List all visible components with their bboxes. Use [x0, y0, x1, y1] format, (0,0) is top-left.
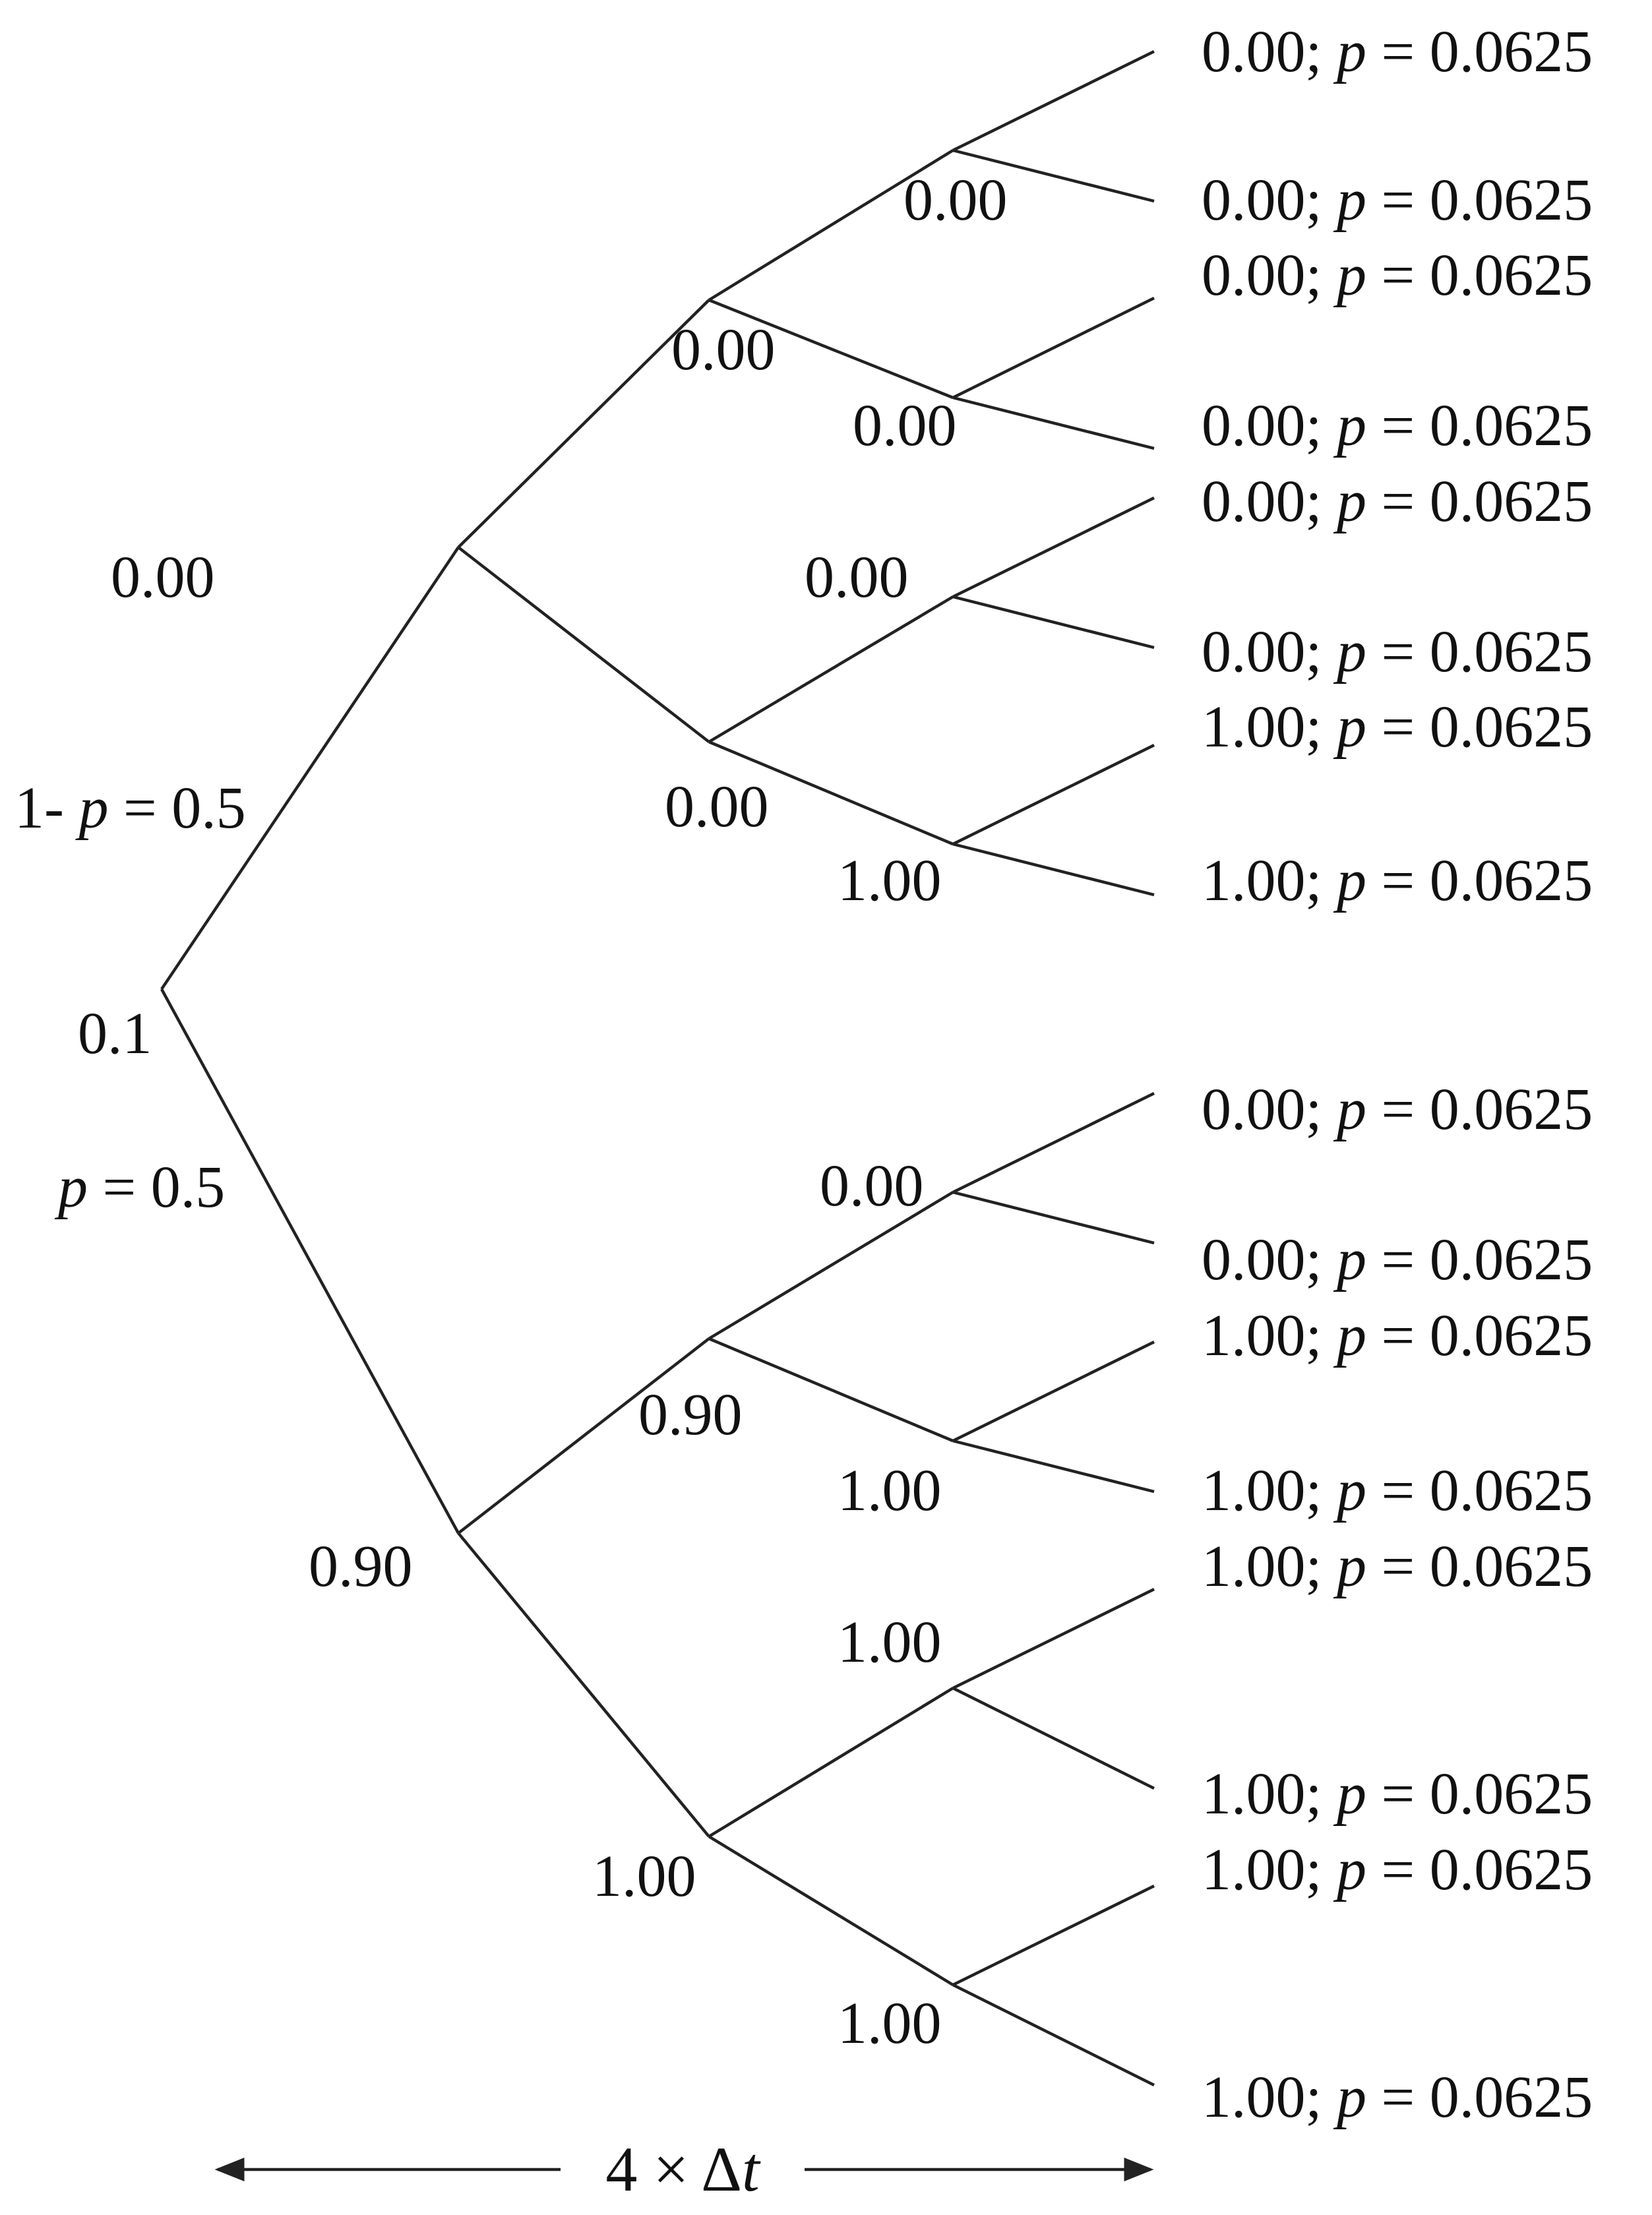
leaf-label: 1.00; p = 0.0625 [1202, 1458, 1593, 1523]
leaf-label: 1.00; p = 0.0625 [1202, 1534, 1593, 1599]
time-axis-label: 4 × Δt [605, 2134, 761, 2204]
edge-leaf-9 [952, 1091, 1155, 1194]
leaf-label: 1.00; p = 0.0625 [1202, 1303, 1593, 1368]
edge-leaf-4 [952, 396, 1155, 450]
node-uuu-value: 0.00 [903, 167, 1008, 233]
edge-root-up [160, 546, 460, 990]
edge-u-up [457, 299, 710, 549]
edge-d-up [457, 1337, 710, 1534]
leaf-label: 1.00; p = 0.0625 [1202, 848, 1593, 913]
edge-ud-up [708, 595, 954, 743]
edge-root-down [160, 988, 460, 1534]
edge-du-down [708, 1337, 954, 1443]
node-udu-value: 0.00 [805, 545, 909, 610]
edge-ud-down [708, 740, 954, 846]
edge-leaf-12 [952, 1439, 1155, 1494]
leaf-label: 0.00; p = 0.0625 [1202, 1227, 1593, 1292]
node-du-value: 0.90 [638, 1382, 743, 1447]
edge-leaf-5 [952, 496, 1155, 599]
leaf-label: 0.00; p = 0.0625 [1202, 1077, 1593, 1142]
edge-leaf-6 [952, 595, 1155, 650]
edge-d-down [457, 1532, 710, 1838]
leaf-label: 0.00; p = 0.0625 [1202, 469, 1593, 534]
node-u-value: 0.00 [111, 545, 215, 610]
leaf-label: 0.00; p = 0.0625 [1202, 393, 1593, 458]
edge-leaf-1 [952, 49, 1155, 152]
edge-dd-down [708, 1835, 954, 1986]
edge-leaf-2 [952, 148, 1155, 203]
edge-leaf-8 [952, 842, 1155, 897]
leaf-label: 0.00; p = 0.0625 [1202, 243, 1593, 308]
node-d-value: 0.90 [309, 1534, 413, 1599]
node-udd-value: 1.00 [838, 848, 942, 913]
edge-leaf-3 [952, 296, 1155, 400]
edge-leaf-16 [952, 1983, 1155, 2087]
edge-leaf-15 [952, 1884, 1155, 1987]
node-ud-value: 0.00 [665, 774, 769, 839]
node-ddd-value: 1.00 [838, 1991, 942, 2056]
leaf-label: 1.00; p = 0.0625 [1202, 694, 1593, 760]
leaf-label: 1.00; p = 0.0625 [1202, 1837, 1593, 1902]
root-value: 0.1 [78, 1001, 152, 1066]
edge-leaf-7 [952, 743, 1155, 846]
leaf-label: 0.00; p = 0.0625 [1202, 619, 1593, 684]
edge-u-down [457, 546, 710, 743]
edge-du-up [708, 1191, 954, 1340]
edge-dd-up [708, 1687, 954, 1838]
node-duu-value: 0.00 [820, 1153, 924, 1219]
node-dd-value: 1.00 [592, 1844, 696, 1909]
leaf-label: 1.00; p = 0.0625 [1202, 1761, 1593, 1827]
node-ddu-value: 1.00 [838, 1610, 942, 1675]
node-uud-value: 0.00 [853, 393, 957, 458]
edge-uu-down [708, 298, 954, 400]
node-uu-value: 0.00 [671, 317, 776, 382]
leaf-label: 0.00; p = 0.0625 [1202, 19, 1593, 84]
edge-uu-up [708, 149, 954, 301]
node-dud-value: 1.00 [838, 1458, 942, 1523]
edge-leaf-13 [952, 1587, 1155, 1690]
branch-up-probability: 1- p = 0.5 [15, 775, 246, 841]
branch-down-probability: p = 0.5 [54, 1155, 225, 1220]
edge-leaf-14 [952, 1686, 1155, 1790]
edge-leaf-10 [952, 1190, 1155, 1245]
leaf-label: 1.00; p = 0.0625 [1202, 2065, 1593, 2130]
leaf-label: 0.00; p = 0.0625 [1202, 167, 1593, 233]
edge-leaf-11 [952, 1340, 1155, 1443]
